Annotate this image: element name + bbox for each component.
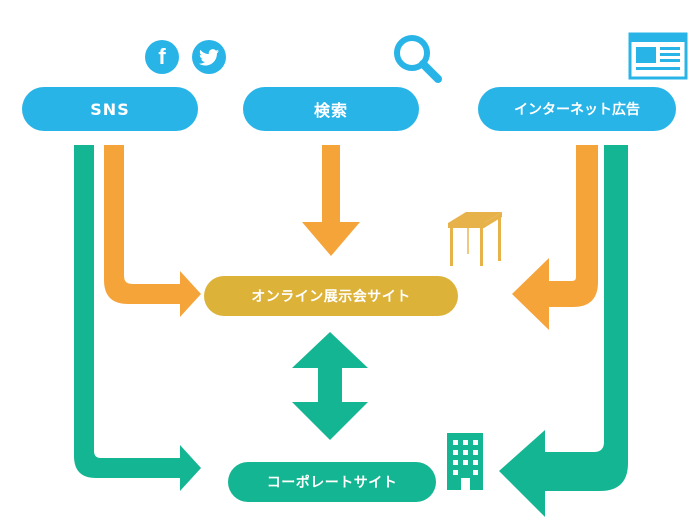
internet-ad-node: インターネット広告 <box>478 87 676 131</box>
arrow-ad-to-corporate <box>499 145 628 517</box>
magnifier-icon <box>394 35 442 83</box>
double-arrow-online-corporate <box>292 332 368 440</box>
search-node: 検索 <box>243 87 419 131</box>
twitter-icon <box>192 40 226 74</box>
corporate-site-node: コーポレートサイト <box>228 462 436 502</box>
sns-node: SNS <box>22 87 198 131</box>
facebook-icon: f <box>145 40 179 74</box>
arrow-sns-to-corporate <box>74 145 201 491</box>
web-ad-icon <box>628 32 688 80</box>
arrow-sns-to-online <box>104 145 201 317</box>
online-exhibition-node: オンライン展示会サイト <box>204 276 458 316</box>
exhibition-booth-icon <box>448 212 502 266</box>
arrow-ad-to-online <box>512 145 598 330</box>
building-icon <box>447 433 483 490</box>
arrow-search-to-online <box>302 145 360 256</box>
twitter-bird-glyph <box>199 48 219 65</box>
